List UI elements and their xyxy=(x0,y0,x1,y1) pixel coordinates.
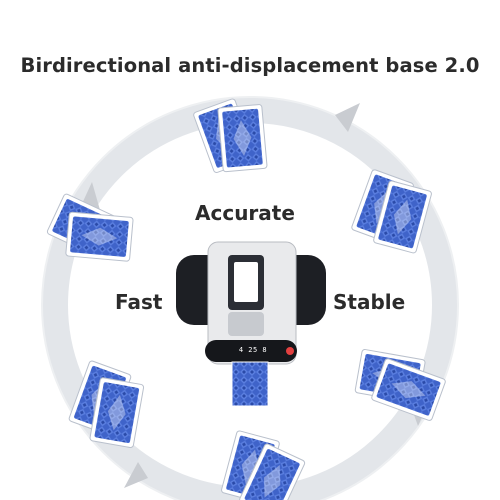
card-pair-bottom xyxy=(220,429,307,500)
device-display-readout: 4 25 8 xyxy=(238,346,268,354)
label-fast: Fast xyxy=(115,290,163,314)
card-pair-right-top xyxy=(350,168,433,255)
page-title: Birdirectional anti-displacement base 2.… xyxy=(20,54,480,77)
label-accurate: Accurate xyxy=(195,201,295,225)
card-pair-top xyxy=(192,97,268,174)
card-shuffler-device xyxy=(176,241,326,407)
label-stable: Stable xyxy=(333,290,406,314)
